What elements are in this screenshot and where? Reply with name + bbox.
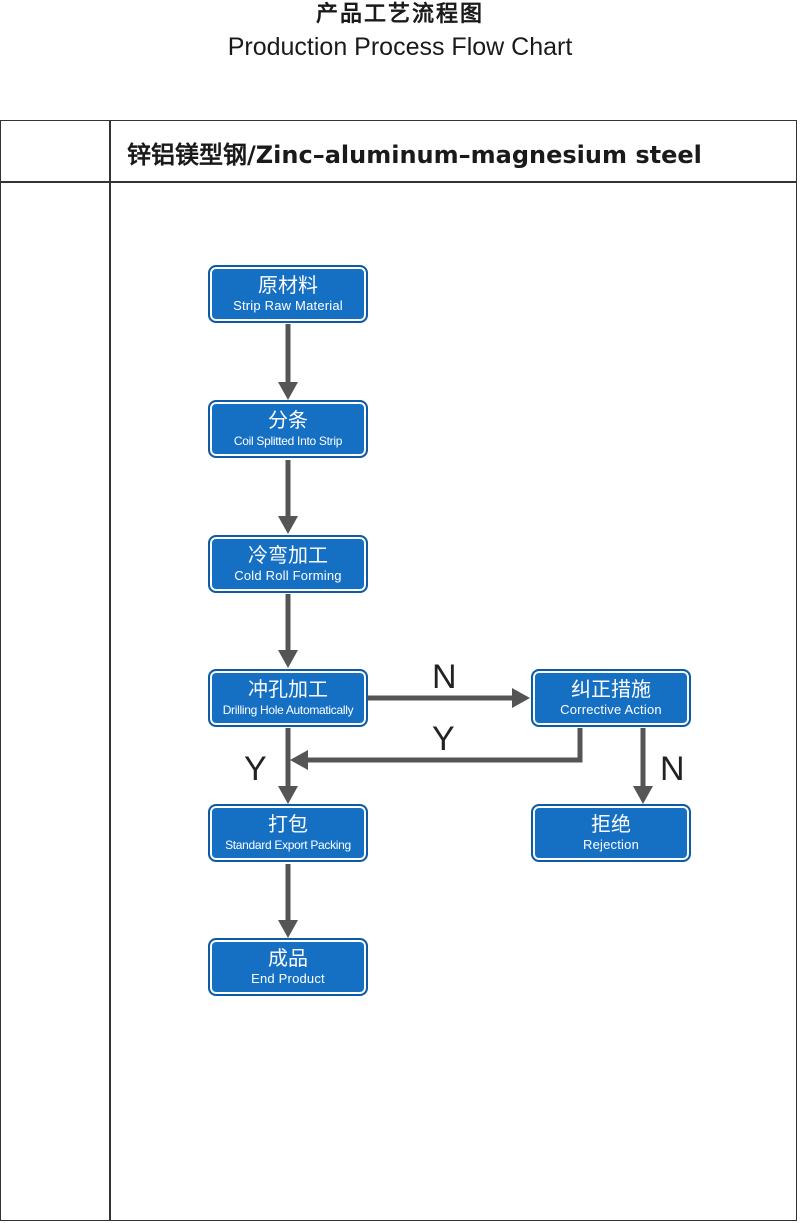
arrowhead-corrective-to-reject — [633, 786, 653, 804]
step-packing-en: Standard Export Packing — [225, 838, 351, 852]
label-y-back: Y — [432, 720, 455, 758]
label-y-to-packing: Y — [244, 750, 267, 788]
arrowhead-drill-to-corrective — [512, 688, 530, 708]
step-cold-roll: 冷弯加工 Cold Roll Forming — [208, 535, 368, 593]
step-raw-material: 原材料 Strip Raw Material — [208, 265, 368, 323]
row-divider — [1, 181, 796, 183]
step-end-product-cn: 成品 — [268, 946, 308, 970]
step-raw-material-cn: 原材料 — [258, 273, 318, 297]
label-n-to-corrective: N — [432, 658, 457, 696]
table-header: 锌铝镁型钢/Zinc–aluminum–magnesium steel — [127, 141, 702, 169]
step-corrective-cn: 纠正措施 — [571, 677, 651, 701]
arrowhead-cold-to-drill — [278, 650, 298, 668]
title-chinese: 产品工艺流程图 — [315, 2, 484, 27]
step-splitting: 分条 Coil Splitted Into Strip — [208, 400, 368, 458]
arrowhead-corrective-back — [290, 750, 308, 770]
step-rejection-en: Rejection — [583, 837, 639, 852]
label-n-to-reject: N — [660, 750, 685, 788]
process-table: 锌铝镁型钢/Zinc–aluminum–magnesium steel — [0, 120, 797, 1221]
step-packing: 打包 Standard Export Packing — [208, 804, 368, 862]
step-rejection: 拒绝 Rejection — [531, 804, 691, 862]
step-drilling: 冲孔加工 Drilling Hole Automatically — [208, 669, 368, 727]
step-drilling-en: Drilling Hole Automatically — [222, 703, 354, 717]
step-cold-roll-en: Cold Roll Forming — [234, 568, 342, 583]
step-rejection-cn: 拒绝 — [591, 812, 631, 836]
step-corrective: 纠正措施 Corrective Action — [531, 669, 691, 727]
step-corrective-en: Corrective Action — [560, 702, 662, 717]
arrow-corrective-back — [306, 728, 583, 763]
column-divider — [109, 121, 111, 1220]
arrowhead-drill-to-packing — [278, 786, 298, 804]
step-packing-cn: 打包 — [268, 812, 308, 836]
step-raw-material-en: Strip Raw Material — [233, 298, 343, 313]
step-splitting-en: Coil Splitted Into Strip — [233, 434, 343, 448]
step-end-product: 成品 End Product — [208, 938, 368, 996]
title-english: Production Process Flow Chart — [227, 33, 573, 61]
step-splitting-cn: 分条 — [268, 408, 308, 432]
arrowhead-split-to-cold — [278, 516, 298, 534]
arrowhead-packing-to-end — [278, 920, 298, 938]
arrowhead-raw-to-split — [278, 382, 298, 400]
step-drilling-cn: 冲孔加工 — [248, 677, 328, 701]
step-cold-roll-cn: 冷弯加工 — [248, 543, 328, 567]
step-end-product-en: End Product — [251, 971, 325, 986]
